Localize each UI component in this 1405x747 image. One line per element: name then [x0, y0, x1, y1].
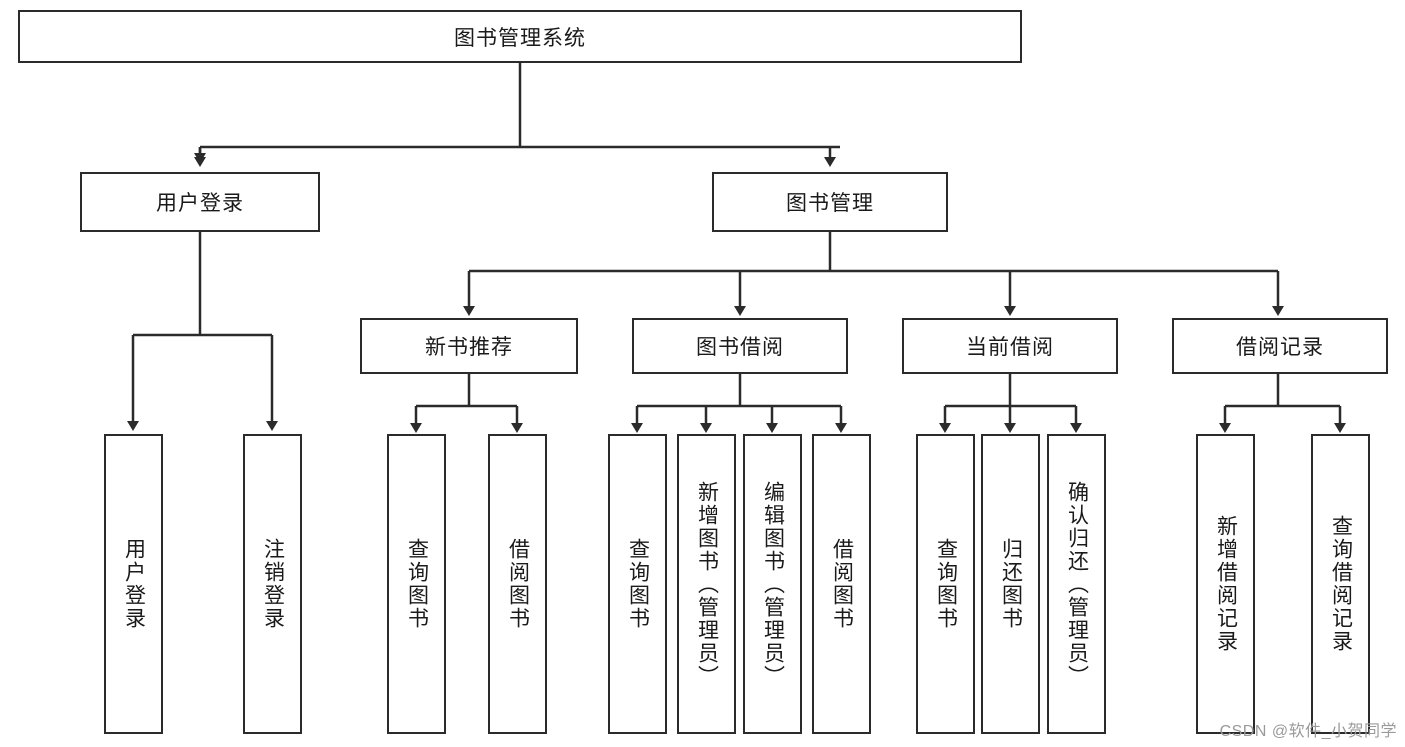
leaf-book-borrow-2[interactable]: 新增图书（管理员） — [677, 434, 736, 734]
leaf-new-book-rec-2[interactable]: 借阅图书 — [488, 434, 547, 734]
node-root[interactable]: 图书管理系统 — [18, 10, 1022, 63]
node-borrow-record[interactable]: 借阅记录 — [1172, 318, 1388, 374]
leaf-current-borrow-1-label: 查询图书 — [934, 538, 958, 630]
node-borrow-record-label: 借阅记录 — [1236, 336, 1324, 359]
leaf-current-borrow-2[interactable]: 归还图书 — [981, 434, 1040, 734]
node-user-login-label: 用户登录 — [156, 192, 244, 215]
leaf-borrow-record-2-label: 查询借阅记录 — [1329, 515, 1353, 653]
watermark: CSDN @软件_小贺同学 — [1219, 723, 1397, 740]
node-book-manage[interactable]: 图书管理 — [712, 172, 948, 232]
leaf-borrow-record-1-label: 新增借阅记录 — [1214, 515, 1238, 653]
leaf-current-borrow-3-label: 确认归还（管理员） — [1065, 480, 1089, 688]
leaf-book-borrow-1[interactable]: 查询图书 — [608, 434, 667, 734]
node-current-borrow-label: 当前借阅 — [966, 336, 1054, 359]
leaf-user-login-2[interactable]: 注销登录 — [243, 434, 302, 734]
leaf-new-book-rec-1[interactable]: 查询图书 — [387, 434, 446, 734]
node-new-book-rec-label: 新书推荐 — [425, 336, 513, 359]
leaf-user-login-1-label: 用户登录 — [122, 538, 146, 630]
node-book-borrow[interactable]: 图书借阅 — [632, 318, 848, 374]
leaf-current-borrow-1[interactable]: 查询图书 — [916, 434, 975, 734]
leaf-user-login-1[interactable]: 用户登录 — [104, 434, 163, 734]
leaf-new-book-rec-1-label: 查询图书 — [405, 538, 429, 630]
leaf-borrow-record-2[interactable]: 查询借阅记录 — [1311, 434, 1370, 734]
node-root-label: 图书管理系统 — [454, 26, 586, 50]
leaf-current-borrow-3[interactable]: 确认归还（管理员） — [1047, 434, 1106, 734]
node-new-book-rec[interactable]: 新书推荐 — [360, 318, 578, 374]
node-book-borrow-label: 图书借阅 — [696, 336, 784, 359]
node-current-borrow[interactable]: 当前借阅 — [902, 318, 1118, 374]
leaf-book-borrow-1-label: 查询图书 — [626, 538, 650, 630]
node-user-login[interactable]: 用户登录 — [80, 172, 320, 232]
leaf-current-borrow-2-label: 归还图书 — [999, 538, 1023, 630]
leaf-book-borrow-3[interactable]: 编辑图书（管理员） — [743, 434, 802, 734]
leaf-book-borrow-4[interactable]: 借阅图书 — [812, 434, 871, 734]
leaf-book-borrow-3-label: 编辑图书（管理员） — [761, 480, 785, 688]
leaf-new-book-rec-2-label: 借阅图书 — [506, 538, 530, 630]
leaf-user-login-2-label: 注销登录 — [261, 538, 285, 630]
node-book-manage-label: 图书管理 — [786, 192, 874, 215]
leaf-book-borrow-2-label: 新增图书（管理员） — [695, 480, 719, 688]
leaf-borrow-record-1[interactable]: 新增借阅记录 — [1196, 434, 1255, 734]
leaf-book-borrow-4-label: 借阅图书 — [830, 538, 854, 630]
